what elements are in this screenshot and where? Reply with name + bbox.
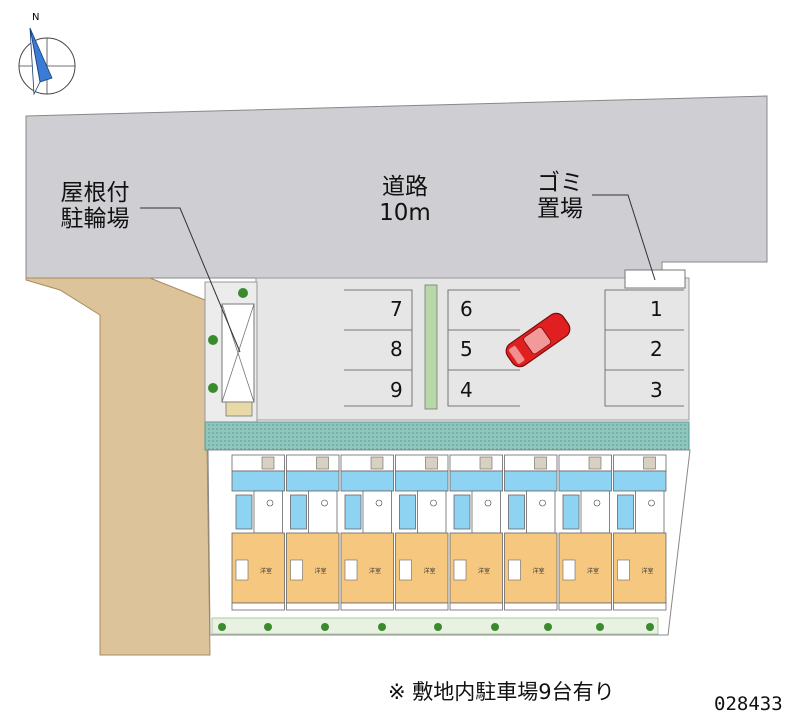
road-name: 道路 [382,174,428,200]
apartment-unit: 洋室 [395,454,449,611]
slot-3: 3 [650,378,663,402]
unit-room-label: 洋室 [587,567,599,575]
apartment-unit: 洋室 [558,454,612,611]
bike-rack [225,401,253,417]
apartment-unit: 洋室 [286,454,340,611]
apartment-unit: 洋室 [504,454,558,611]
slot-8: 8 [390,337,403,361]
slot-1: 1 [650,297,663,321]
slot-7: 7 [390,297,403,321]
apartment-unit: 洋室 [340,454,394,611]
road-width: 10m [379,200,431,226]
garbage-label: ゴミ 置場 [525,170,595,222]
slot-2: 2 [650,337,663,361]
parking-slots-left [344,289,413,407]
garbage-leader-line [592,194,656,281]
road-label: 道路 10m [370,174,440,226]
parking-numbers: 7 8 9 6 5 4 1 2 3 [390,297,663,402]
unit-room-label: 洋室 [533,567,545,575]
slot-4: 4 [460,378,473,402]
parking-lot [255,277,690,421]
slot-9: 9 [390,378,403,402]
unit-room-label: 洋室 [260,567,272,575]
unit-room-label: 洋室 [369,567,381,575]
property-code: 028433 [714,693,783,715]
compass-north-label: N [32,12,39,23]
apartment-unit: 洋室 [231,454,285,611]
slot-6: 6 [460,297,473,321]
apartment-unit: 洋室 [613,454,667,611]
bike-leader-line [140,207,241,353]
slot-5: 5 [460,337,473,361]
parking-note: ※ 敷地内駐車場9台有り [388,680,615,704]
parking-slots-right [604,289,684,407]
bike-parking-label: 屋根付 駐輪場 [50,180,140,232]
bike-parking-line2: 駐輪場 [60,206,130,232]
center-median [424,284,438,410]
side-path [25,277,211,656]
unit-room-label: 洋室 [424,567,436,575]
parking-slots-middle [447,289,520,407]
hedge [211,617,659,635]
unit-room-label: 洋室 [642,567,654,575]
unit-room-label: 洋室 [478,567,490,575]
compass-icon [18,27,76,96]
car-icon [505,312,571,368]
unit-room-label: 洋室 [315,567,327,575]
bike-parking-line1: 屋根付 [60,180,130,206]
garbage-line1: ゴミ [537,170,583,196]
apartment-units: 洋室 洋室 洋室 洋室 洋室 洋室 洋室 洋室 [231,454,667,611]
garbage-line2: 置場 [537,196,583,222]
apartment-unit: 洋室 [449,454,503,611]
